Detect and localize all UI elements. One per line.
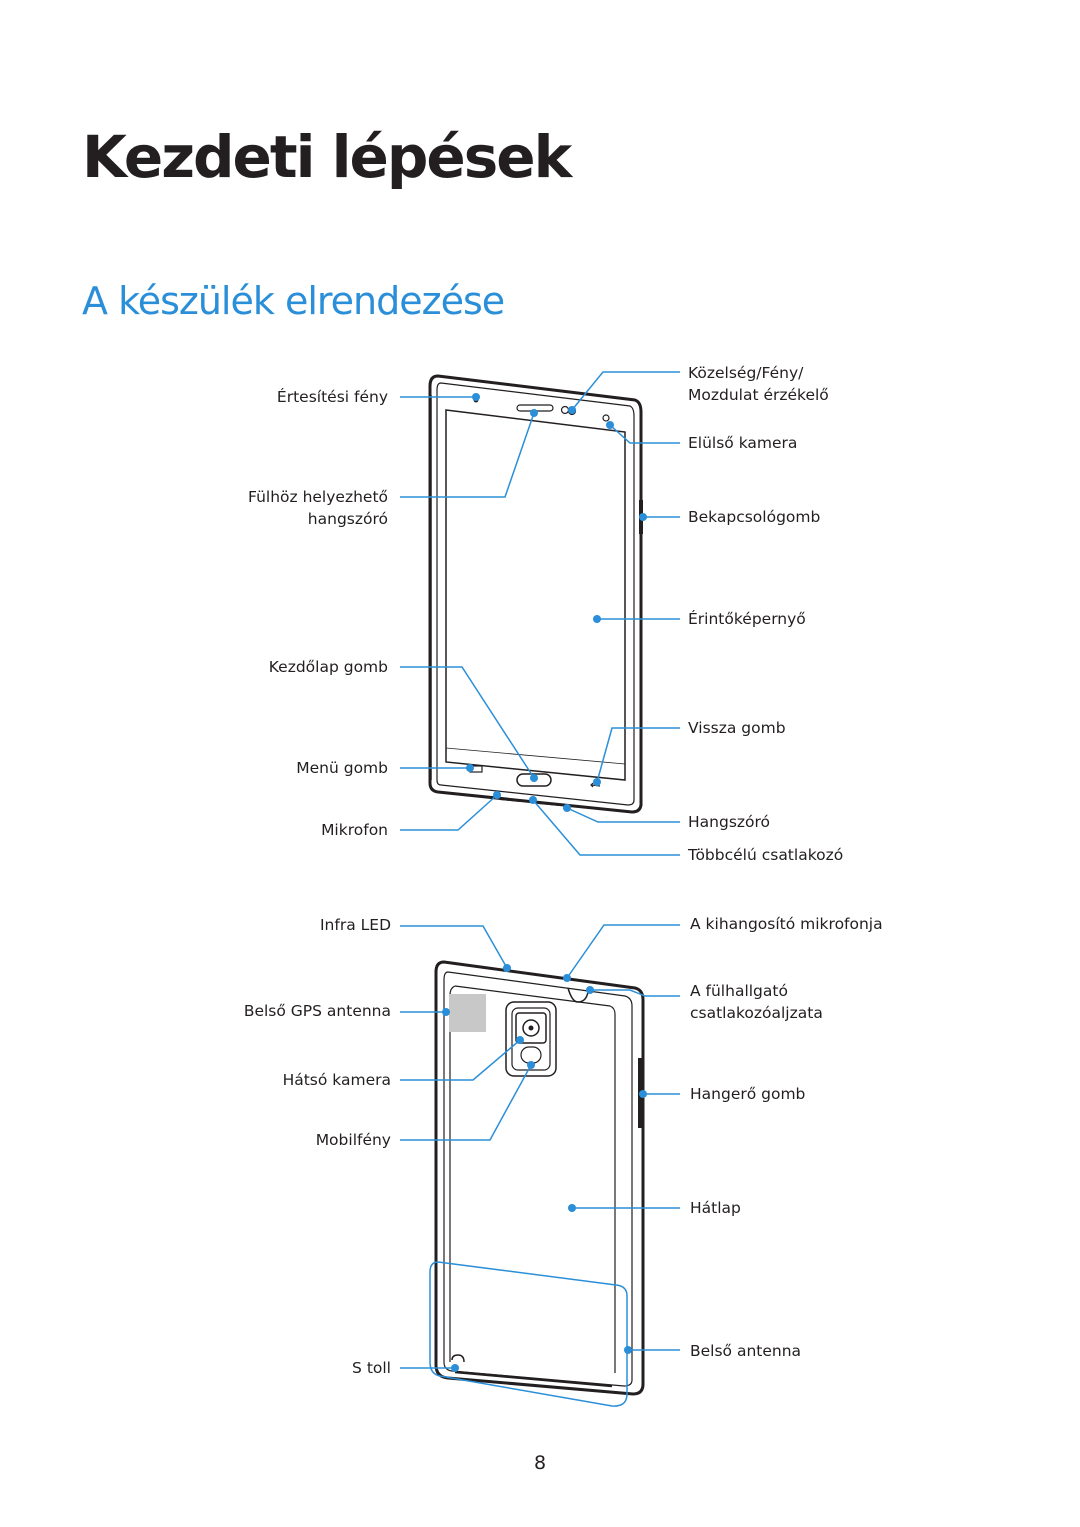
label-earpiece-line2: hangszóró — [307, 510, 388, 528]
label-gps-antenna: Belső GPS antenna — [243, 1002, 391, 1020]
label-multipurpose-jack: Többcélú csatlakozó — [688, 846, 844, 864]
label-internal-antenna: Belső antenna — [690, 1342, 802, 1360]
label-s-pen: S toll — [352, 1359, 391, 1377]
chapter-title: Kezdeti lépések — [82, 123, 572, 191]
label-menu-button: Menü gomb — [296, 759, 388, 777]
label-power-button: Bekapcsológomb — [688, 508, 821, 526]
label-volume-button: Hangerő gomb — [690, 1085, 806, 1103]
section-title: A készülék elrendezése — [82, 279, 505, 323]
label-touchscreen: Érintőképernyő — [688, 610, 806, 628]
back-callout-dots — [442, 964, 647, 1372]
label-headset-jack-line2: csatlakozóaljzata — [690, 1004, 823, 1022]
front-device-illustration — [428, 374, 643, 814]
label-back-cover: Hátlap — [690, 1199, 741, 1217]
label-rear-camera: Hátsó kamera — [282, 1071, 391, 1089]
page-number: 8 — [533, 1452, 547, 1474]
back-callout-lines — [400, 924, 680, 1407]
label-front-camera: Elülső kamera — [688, 434, 798, 452]
front-callout-lines — [400, 371, 680, 856]
label-notification-light: Értesítési fény — [276, 388, 388, 406]
label-infrared-led: Infra LED — [319, 916, 391, 934]
label-proximity-line1: Közelség/Fény/ — [688, 364, 804, 382]
label-home-button: Kezdőlap gomb — [268, 658, 388, 676]
label-headset-jack-line1: A fülhallgató — [690, 982, 788, 1000]
label-microphone: Mikrofon — [321, 821, 388, 839]
label-earpiece-line1: Fülhöz helyezhető — [248, 488, 388, 506]
front-callout-dots — [466, 393, 647, 812]
back-device-illustration — [434, 960, 645, 1396]
label-flash: Mobilfény — [315, 1131, 391, 1149]
label-back-button: Vissza gomb — [688, 719, 786, 737]
label-speaker: Hangszóró — [688, 813, 771, 831]
label-proximity-line2: Mozdulat érzékelő — [688, 386, 829, 404]
label-speakerphone-mic: A kihangosító mikrofonja — [690, 915, 883, 933]
